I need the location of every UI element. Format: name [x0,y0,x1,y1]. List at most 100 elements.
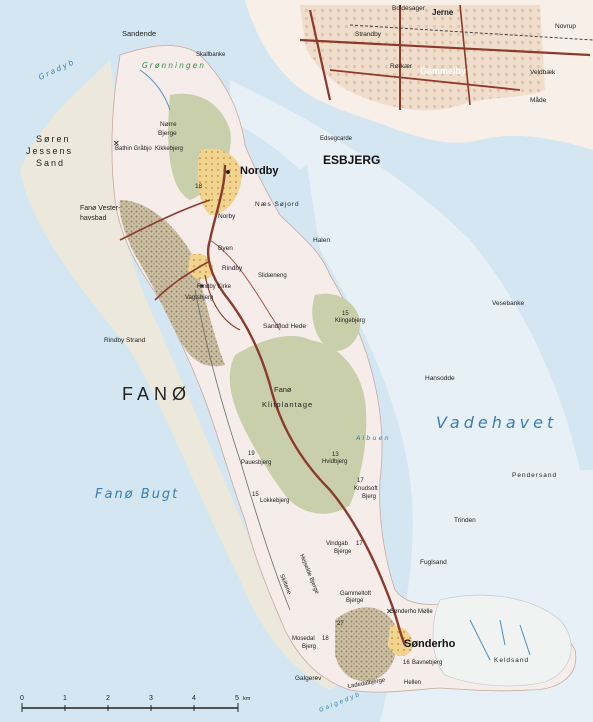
place-jerne: Jerne [432,8,454,17]
height-lokkebjerg: 15 [252,492,259,498]
place-hellen: Hellen [404,680,421,686]
place-bavnebjerg: Bavnebjerg [412,660,442,666]
place-galgerev: Galgerev [295,675,322,682]
height-vindgab: 17 [356,541,363,547]
dunes-south [335,607,397,682]
beach-track [194,289,291,611]
side-road [154,261,209,301]
place-norre-1: Nørre [160,121,177,128]
place-maade: Måde [530,96,547,104]
place-klingebjerg: Klingebjerg [335,318,365,324]
place-rindby-kirke: Rindby Kirke [197,284,232,290]
place-byen: Byen [218,245,233,252]
place-esbjerg: ESBJERG [323,153,380,167]
windmill-icon: ✕ [113,139,120,148]
place-kikkebjerg: Kikkebjerg [155,146,183,152]
side-road [119,199,211,241]
place-vindgab-1: Vindgab [326,541,349,547]
place-novrup: Novrup [555,23,576,30]
place-hvidbjerg: Hvidbjerg [322,459,347,465]
scale-tick-2: 2 [106,695,110,702]
place-keldsand: Keldsand [494,657,529,664]
place-sandende: Sandende [122,29,156,38]
place-sonderho-molle: Sønderho Mølle [390,609,433,615]
place-slidaeneng: Slidæneng [258,273,287,279]
stream [519,624,531,656]
height-mosedal: 18 [322,636,329,642]
forest-klitplantage [229,335,367,514]
scale-tick-0: 0 [20,695,24,702]
height-bavnebjerg: 16 [403,660,410,666]
place-halen: Halen [313,237,330,244]
church-icon [200,284,204,288]
place-vindgab-2: Bjerge [334,549,352,555]
place-gammeltoft-1: Gammeltoft [340,591,371,597]
height-knudsoft: 17 [357,478,364,484]
height-hvidbjerg: 13 [332,452,339,458]
place-vesebanke: Vesebanke [492,300,525,307]
place-sandflod-hede: Sandflod Hede [263,323,306,330]
sonderho-town [388,625,413,657]
stream [469,619,491,661]
place-naes-sojord: Næs Søjord [255,201,300,208]
place-gronningen: Grønningen [142,61,206,70]
place-lokkebjerg: Lokkebjerg [260,498,289,504]
railway [349,24,593,41]
place-knudsoft-1: Knudsoft [354,486,378,492]
place-strandby: Strandby [355,31,382,38]
place-soren-3: Sand [36,158,65,168]
height-nordby: 18 [195,183,203,190]
place-fuglsand: Fuglsand [420,559,447,566]
scale-bar: 0 1 2 3 4 5 km [20,695,251,712]
place-fano-vesterhavsbad-2: havsbad [80,215,107,222]
place-norby: Norby [218,213,236,220]
keldsand-islet [432,594,572,687]
esbjerg-city [300,5,545,111]
scale-tick-1: 1 [63,695,67,702]
windmill-icon: ✕ [386,607,393,616]
stream [139,69,171,111]
esbjerg-road [329,69,521,91]
place-mosedal-2: Bjerg [302,644,316,650]
esbjerg-road [299,38,591,57]
place-fano-vesterhavsbad-1: Fanø Vester- [80,205,121,212]
height-klingebjerg: 15 [342,311,349,317]
esbjerg-road [308,9,332,101]
place-rindby-strand: Rindby Strand [104,337,146,344]
place-gammelby: Gammelby [420,66,466,76]
place-norre-2: Bjerge [158,130,177,137]
place-rindby: Rindby [222,265,243,272]
height-gammeltoft: 27 [337,621,344,627]
nordby-town [197,148,242,215]
place-rorkaer: Rørkær [390,63,413,70]
place-vagtsbjerg: Vagtsbjerg [185,295,213,301]
scale-tick-5: 5 [235,695,239,702]
sand-beach-west [20,60,345,690]
dunes-west [119,200,225,367]
scale-tick-4: 4 [192,695,196,702]
place-pendersand: Pendersand [512,472,557,479]
place-boldesager: Boldesager [392,5,426,12]
place-skallbanke: Skallbanke [196,52,226,58]
scale-unit: km [243,696,251,702]
esbjerg-road [459,4,471,106]
place-bathin-grabjo: Bathin Gråbjo [115,145,152,152]
place-klitplantage: Klitplantage [262,400,313,409]
place-edsegcarde: Edsegcarde [320,136,353,142]
water-label-vadehavet: Vadehavet [436,413,557,432]
forest-klingebjerg [312,293,361,351]
place-knudsoft-2: Bjerg [362,494,376,500]
place-trinden: Trinden [454,517,476,524]
side-road [204,274,241,331]
place-hansodde: Hansodde [425,375,455,382]
tidal-flat-north [230,80,340,170]
island-label: FANØ [122,384,191,404]
place-mosedal-1: Mosedal [292,636,315,642]
church-icon [226,170,230,174]
place-fano-plantage-1: Fanø [274,385,292,394]
stream [499,619,506,646]
scale-tick-3: 3 [149,695,153,702]
secondary-road [209,239,281,331]
place-gammeltoft-2: Bjerge [346,598,364,604]
